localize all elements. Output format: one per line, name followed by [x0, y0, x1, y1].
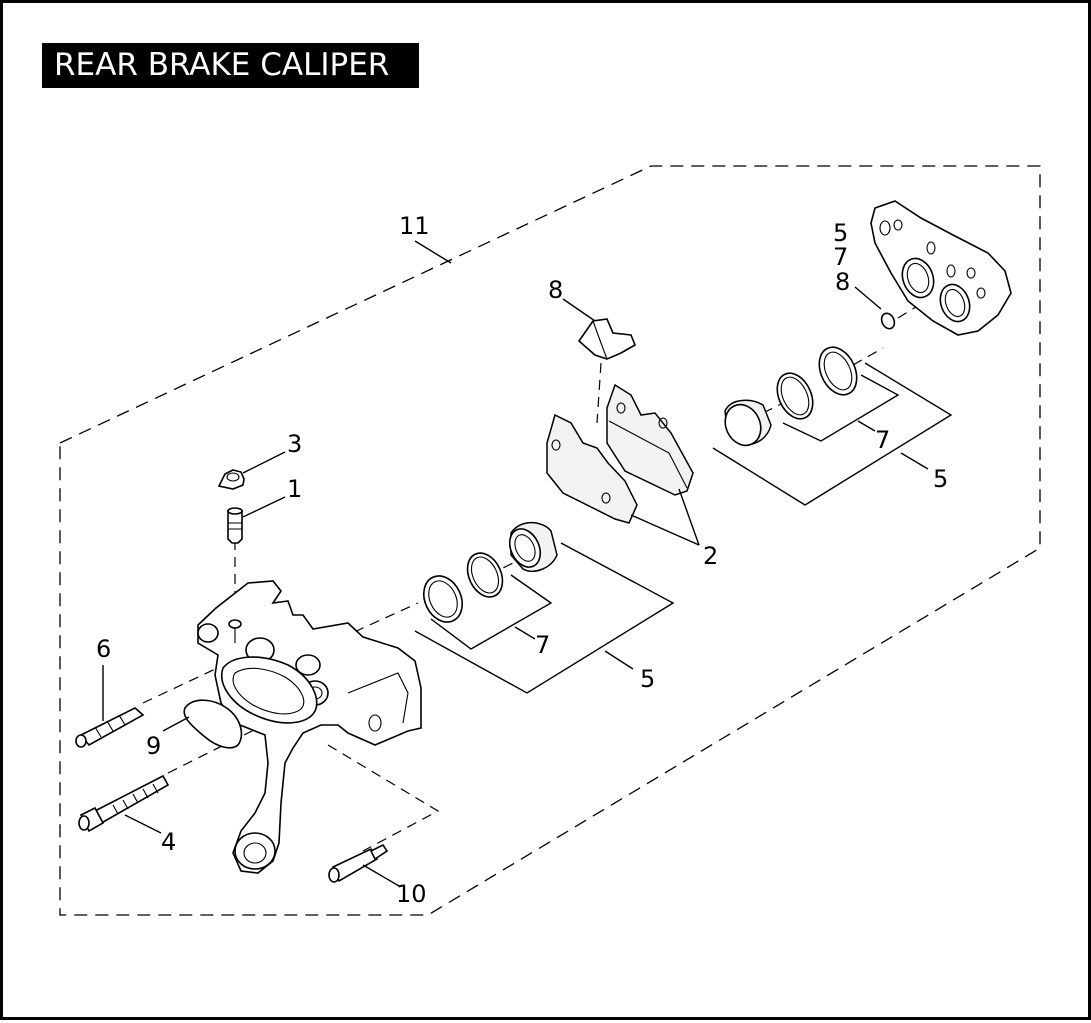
bleeder-valve: [227, 507, 243, 544]
piston-group-left: [422, 521, 558, 623]
page-title: REAR BRAKE CALIPER: [54, 47, 390, 83]
bleeder-cap: [217, 469, 245, 490]
callout-5: 5: [933, 465, 948, 493]
callout-5: 5: [833, 219, 848, 247]
callout-7: 7: [535, 631, 550, 659]
kit-boundary-outline: [59, 165, 1041, 916]
callout-7: 7: [833, 243, 848, 271]
caliper-outer-half: [870, 200, 1012, 336]
callout-labels: 11 8 3 1 2 6 7 5 9 4 10 5 7 8 7 5: [96, 212, 948, 908]
piston-group-right: [724, 346, 858, 447]
callout-5: 5: [640, 665, 655, 693]
callout-9: 9: [146, 732, 161, 760]
callout-4: 4: [161, 828, 176, 856]
callout-11: 11: [399, 212, 430, 240]
slider-pin: [328, 843, 389, 883]
brake-pads: [546, 383, 694, 524]
callout-10: 10: [396, 880, 427, 908]
callout-3: 3: [287, 430, 302, 458]
leader-lines: [102, 240, 953, 887]
callout-1: 1: [287, 475, 302, 503]
exploded-parts-diagram: 11 8 3 1 2 6 7 5 9 4 10 5 7 8 7 5: [59, 165, 1041, 916]
callout-2: 2: [703, 542, 718, 570]
rubber-boot: [183, 699, 243, 749]
callout-8: 8: [548, 276, 563, 304]
title-banner: REAR BRAKE CALIPER: [42, 43, 419, 88]
caliper-housing: [197, 580, 422, 874]
callout-7: 7: [875, 426, 890, 454]
pad-retainer-clip: [577, 318, 637, 360]
callout-8: 8: [835, 268, 850, 296]
small-o-ring: [880, 312, 896, 330]
callout-6: 6: [96, 635, 111, 663]
mounting-pin: [75, 707, 145, 748]
mounting-bolt: [78, 774, 170, 833]
